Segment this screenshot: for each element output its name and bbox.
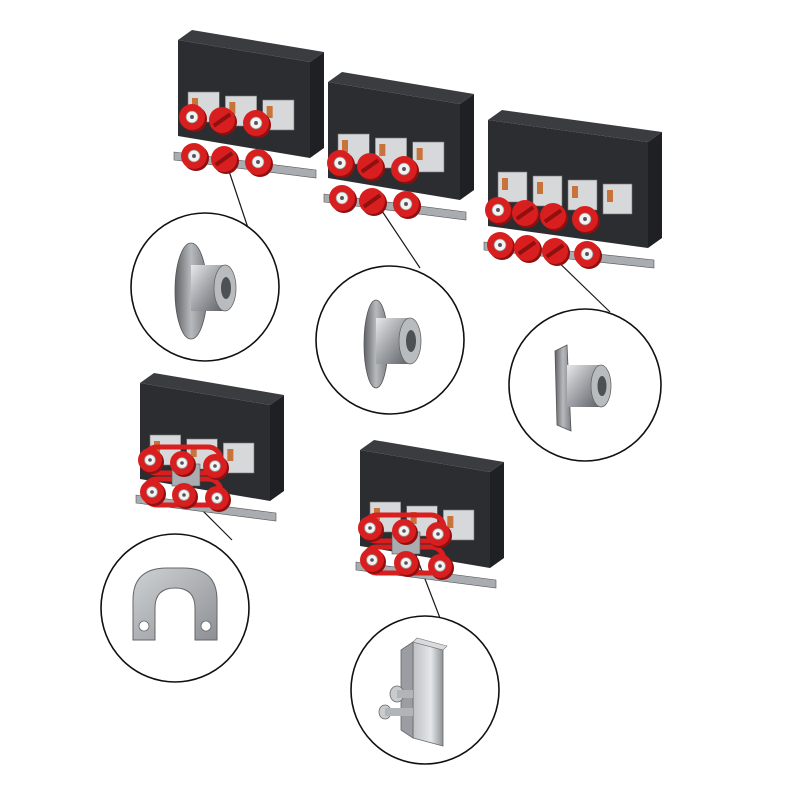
roller [327,150,355,178]
pin-shaft [397,690,413,698]
copper-contact [190,445,197,457]
detail-mounting-bracket [350,615,500,765]
slotted-roller [211,146,239,174]
copper-contact [229,102,236,114]
roller [245,149,273,177]
roller [394,551,420,577]
roller [179,104,207,132]
roller [391,156,419,184]
housing-top [178,30,324,62]
roller [393,191,421,219]
roller-icon [174,242,237,340]
roller [487,232,515,260]
bore [221,277,231,299]
roller [172,483,198,509]
assemblies [135,30,662,589]
slotted-roller [540,203,568,231]
housing-side [310,52,324,158]
bore [597,376,607,396]
copper-contact [410,512,417,524]
feeder-unit-belt-a [135,373,284,522]
copper-contact [227,449,234,461]
housing-side [270,395,284,501]
copper-contact [607,190,613,202]
housing-top [140,373,284,405]
plate-icon [132,567,218,641]
housing-top [328,72,474,104]
copper-contact [266,106,273,118]
roller [138,448,164,474]
housing-side [460,94,474,200]
copper-contact [537,182,543,194]
bracket-tab [412,637,448,651]
detail-narrow-flange-roller [315,265,465,415]
roller [140,480,166,506]
roller [205,486,231,512]
roller [203,454,229,480]
roller [181,143,209,171]
feeder-unit-three-roller-b [323,72,474,221]
plate-hole [138,620,150,632]
pin-shaft [385,708,413,716]
detail-circles [100,212,662,765]
slotted-roller [209,107,237,135]
housing-top [360,440,504,472]
housing-top [488,110,662,142]
copper-contact [502,178,508,190]
roller [170,451,196,477]
roller [358,516,384,542]
bevel-roller-icon [554,344,612,432]
bore [406,330,416,352]
feeder-unit-belt-b [355,440,504,589]
copper-contact [416,148,423,160]
roller [426,522,452,548]
roller [572,206,600,234]
detail-belt-guide-plate [100,533,250,683]
slotted-roller [512,200,540,228]
slotted-roller [357,153,385,181]
detail-beveled-roller [508,308,662,462]
copper-contact [572,186,578,198]
bracket-face [412,641,444,747]
feeder-unit-three-roller-a [173,30,324,179]
roller [243,110,271,138]
roller [574,241,602,269]
bracket-icon [378,637,448,747]
slotted-roller [359,188,387,216]
feeder-unit-four-roller [483,110,662,269]
roller [360,548,386,574]
detail-circle [100,533,250,683]
detail-flat-flange-roller [130,212,280,362]
roller-icon [363,299,422,389]
roller [485,197,513,225]
housing-side [648,132,662,248]
copper-contact [379,144,386,156]
slotted-roller [514,235,542,263]
copper-contact [447,516,454,528]
roller [329,185,357,213]
copper-contact [192,98,198,110]
plate-hole [200,620,212,632]
slotted-roller [542,238,570,266]
housing-side [490,462,504,568]
roller [392,519,418,545]
base-plate [135,494,277,522]
plate-body [132,567,218,641]
copper-contact [342,140,348,152]
roller [428,554,454,580]
